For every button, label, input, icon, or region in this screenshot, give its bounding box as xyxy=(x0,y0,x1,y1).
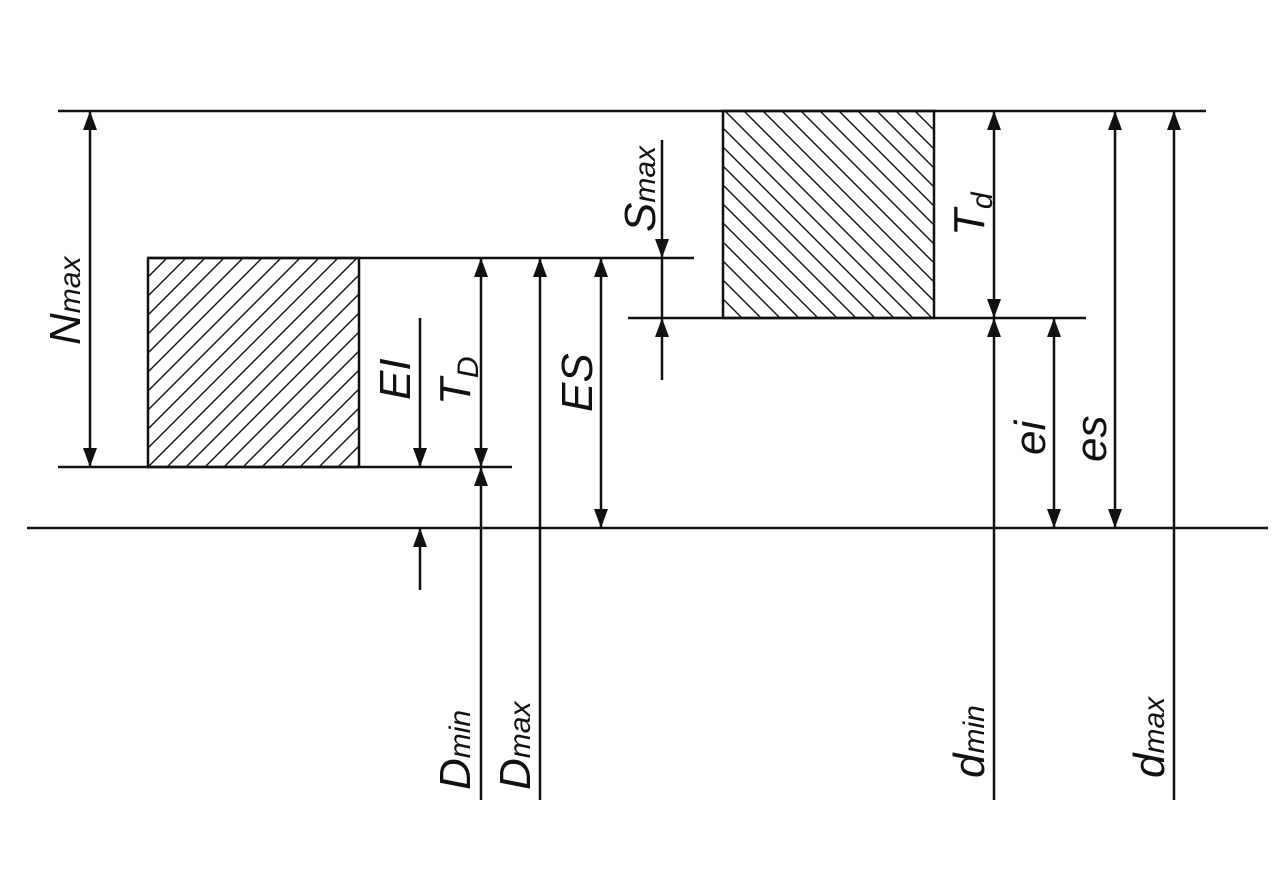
hatch-line xyxy=(1010,111,1217,318)
d-min-hole-line xyxy=(474,467,488,800)
hatch-line xyxy=(223,331,359,467)
hatch-line xyxy=(895,111,934,150)
hatch-line xyxy=(723,203,838,318)
hatch-line xyxy=(972,111,1179,318)
hatch-line xyxy=(819,111,934,226)
hatch-line xyxy=(723,260,781,318)
hatch-line xyxy=(723,222,819,318)
t-shaft-label: Td xyxy=(945,191,999,236)
hatch-line xyxy=(1048,111,1255,318)
hatch-line xyxy=(148,258,320,430)
hatch-line xyxy=(148,258,339,449)
d-max-hole-label: Dmax xyxy=(491,701,540,790)
d-max-shaft-line xyxy=(1167,111,1181,800)
es-lower-dimension xyxy=(1108,111,1122,528)
t-hole-label: TD xyxy=(431,356,485,405)
hatch-line xyxy=(299,407,359,467)
ei-upper-label: EI xyxy=(371,358,420,400)
d-min-shaft-label: dmin xyxy=(945,705,994,778)
hatch-line xyxy=(857,111,934,188)
hatch-line xyxy=(148,258,187,297)
hatch-line xyxy=(800,111,934,245)
s-max-label: Smax xyxy=(616,145,665,232)
hatch-line xyxy=(261,369,359,467)
hatch-line xyxy=(781,111,934,264)
hatch-line xyxy=(762,111,934,283)
hatch-line xyxy=(743,111,934,302)
hatch-line xyxy=(148,258,225,335)
shaft-tolerance-zone xyxy=(721,109,1280,320)
es-upper-label: ES xyxy=(553,353,602,412)
hatch-line xyxy=(724,111,933,318)
hatch-line xyxy=(876,111,934,169)
hatch-line xyxy=(148,258,206,316)
hatch-line xyxy=(185,293,359,467)
es-upper-dimension xyxy=(594,258,608,528)
hatch-line xyxy=(1067,111,1274,318)
hatch-line xyxy=(280,388,359,467)
hatch-line xyxy=(991,111,1198,318)
ei-upper-dimension xyxy=(413,318,427,590)
hatch-line xyxy=(148,258,301,411)
hatch-line xyxy=(337,445,359,467)
t-hole-dimension xyxy=(474,258,488,467)
s-max-dimension xyxy=(655,140,669,380)
n-max-dimension xyxy=(83,111,97,467)
d-min-shaft-line xyxy=(987,318,1001,800)
hatch-line xyxy=(242,350,359,467)
hatch-line xyxy=(1029,111,1236,318)
hatch-line xyxy=(1105,111,1280,318)
hatch-line xyxy=(204,312,359,467)
hatch-line xyxy=(723,279,762,318)
ei-lower-label: ei xyxy=(1006,420,1055,455)
t-shaft-dimension xyxy=(987,111,1001,318)
hatch-line xyxy=(148,258,358,467)
hatch-line xyxy=(318,426,359,467)
es-lower-label: es xyxy=(1067,416,1116,462)
hatch-line xyxy=(723,241,800,318)
hatch-line xyxy=(148,258,263,373)
hatch-line xyxy=(838,111,934,207)
hatch-line xyxy=(723,184,857,318)
hatch-line xyxy=(723,127,914,318)
ei-lower-dimension xyxy=(1047,318,1061,528)
hatch-line xyxy=(723,146,895,318)
d-min-hole-label: Dmin xyxy=(431,710,480,790)
hatch-line xyxy=(148,258,282,392)
hatch-line xyxy=(1124,111,1280,318)
hatch-line xyxy=(148,258,244,354)
d-max-hole-line xyxy=(533,258,547,800)
hatch-line xyxy=(166,274,359,467)
hole-tolerance-zone xyxy=(146,256,361,469)
n-max-label: Nmax xyxy=(41,256,90,345)
d-max-shaft-label: dmax xyxy=(1125,696,1174,778)
hatch-line xyxy=(723,165,876,318)
